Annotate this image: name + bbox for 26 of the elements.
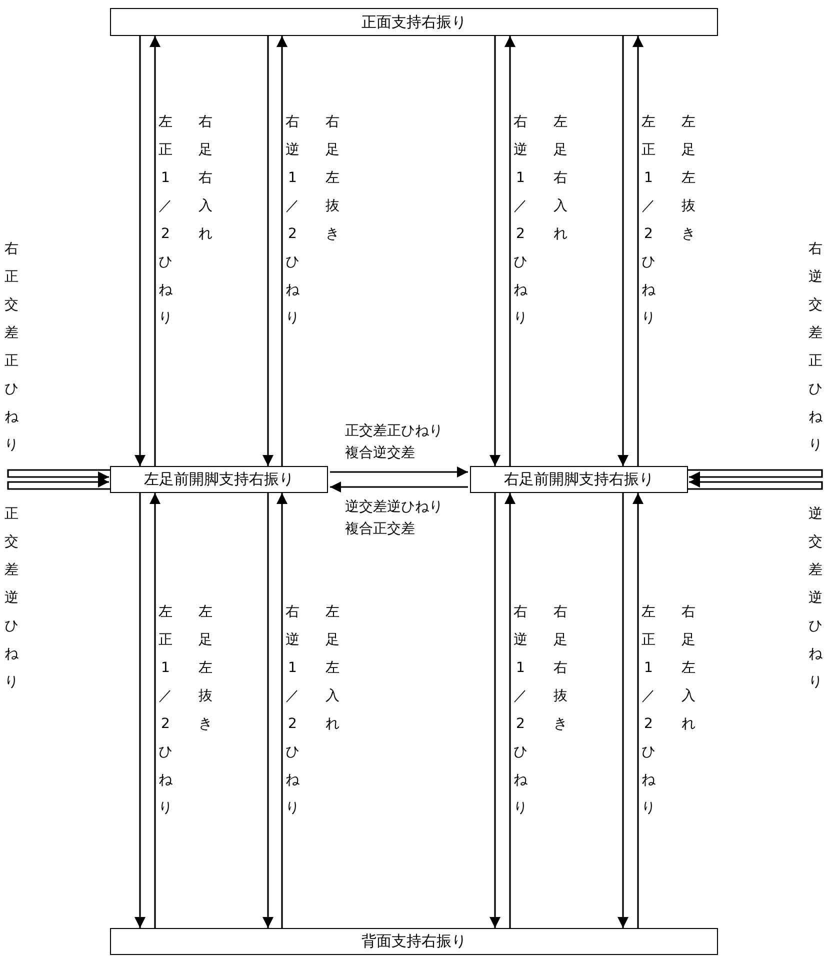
state-name: 左足前開脚支持右振り <box>144 470 294 489</box>
arrow <box>262 493 274 928</box>
arrow <box>276 36 288 466</box>
arrow <box>504 493 516 928</box>
arrow <box>632 36 644 466</box>
arrow <box>149 36 161 466</box>
state-name: 正面支持右振り <box>362 12 466 32</box>
arrow <box>504 36 516 466</box>
arrow <box>489 36 501 466</box>
arrow <box>617 36 629 466</box>
state-box <box>110 8 718 36</box>
arrow <box>489 493 501 928</box>
arrow <box>330 466 468 478</box>
arrow <box>134 36 146 466</box>
arrow <box>330 481 468 493</box>
arrow <box>134 493 146 928</box>
arrow <box>617 493 629 928</box>
state-box <box>110 928 718 955</box>
state-box <box>110 466 328 493</box>
arrow <box>149 493 161 928</box>
arrow <box>276 493 288 928</box>
state-name: 右足前開脚支持右振り <box>504 470 654 489</box>
arrow <box>632 493 644 928</box>
arrow <box>262 36 274 466</box>
state-box <box>470 466 688 493</box>
state-name: 背面支持右振り <box>362 932 466 951</box>
